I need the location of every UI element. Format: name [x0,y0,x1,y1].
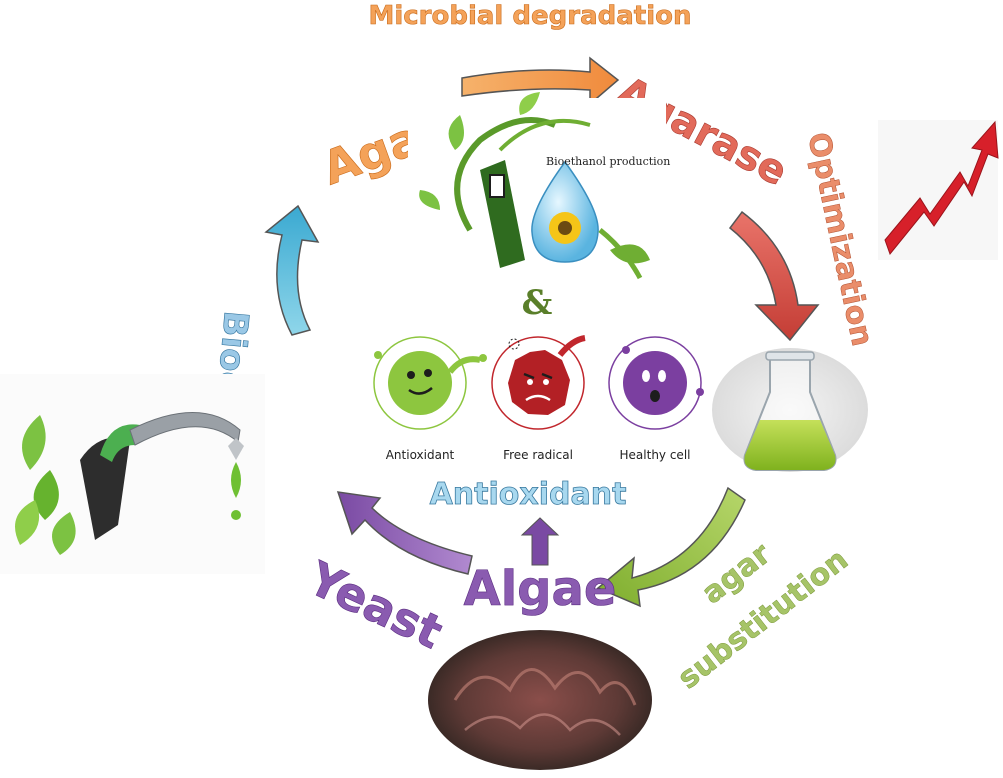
top-process-label: Microbial degradation [368,1,691,31]
flask-icon [712,348,868,472]
bioethanol-production-logo: Bioethanol production [408,92,670,288]
yeast-label: Yeast [299,551,450,660]
arrow-flask-to-algae [596,486,746,608]
optimization-label: Optimization [800,129,879,349]
cell-label-antioxidant: Antioxidant [386,448,455,462]
bioethanol-production-caption: Bioethanol production [546,155,670,168]
arrow-agar-to-agarase [461,56,620,106]
algae-label: Algae [464,561,617,617]
healthy-cell [608,336,704,430]
fuel-pump-icon [0,374,265,574]
arrow-algae-to-yeast [336,491,473,575]
cell-label-healthy-cell: Healthy cell [620,448,691,462]
arrow-bioethanol-to-agar [264,204,320,336]
arrow-algae-to-antioxidant [520,517,560,566]
ampersand-label: & [522,283,553,323]
arrow-agarase-to-flask [728,210,820,342]
cell-label-free-radical: Free radical [503,448,573,462]
cells-panel: Antioxidant Free radical Healthy cell [368,320,708,470]
free-radical-cell [491,335,586,430]
growth-arrow-icon [878,120,999,260]
antioxidant-cell [373,336,487,430]
seaweed-photo [428,630,652,770]
antioxidant-heading: Antioxidant [430,477,627,512]
